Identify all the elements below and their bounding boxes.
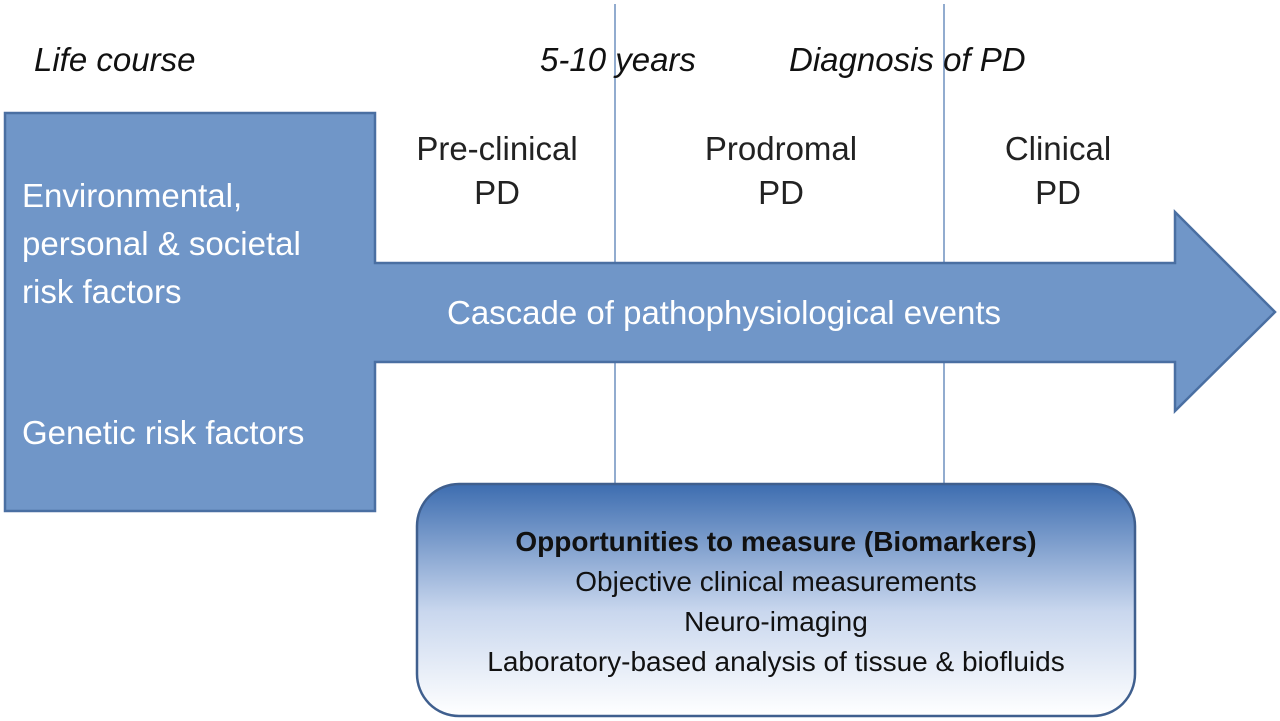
- stage-pre-clinical-line1: Pre-clinical: [416, 130, 578, 167]
- genetic-risk-factors: Genetic risk factors: [22, 414, 305, 451]
- stage-clinical-line1: Clinical: [1004, 130, 1112, 167]
- stage-prodromal-line1: Prodromal: [704, 130, 858, 167]
- diagnosis-label: Diagnosis of PD: [789, 41, 1026, 78]
- stage-clinical-line2: PD: [1035, 174, 1081, 211]
- biomarkers-title: Opportunities to measure (Biomarkers): [515, 526, 1037, 557]
- environmental-line-3: risk factors: [22, 273, 182, 310]
- cascade-arrow: [3, 111, 1277, 513]
- cascade-label: Cascade of pathophysiological events: [447, 294, 1002, 331]
- biomarker-item: Laboratory-based analysis of tissue & bi…: [487, 646, 1065, 677]
- stage-prodromal: Prodromal PD: [681, 127, 881, 215]
- environmental-risk-factors: Environmental, personal & societal risk …: [22, 172, 301, 316]
- environmental-line-1: Environmental,: [22, 177, 243, 214]
- years-label: 5-10 years: [540, 41, 696, 78]
- stage-prodromal-line2: PD: [758, 174, 804, 211]
- biomarker-item: Objective clinical measurements: [575, 566, 977, 597]
- stage-pre-clinical-line2: PD: [474, 174, 520, 211]
- environmental-line-2: personal & societal: [22, 225, 301, 262]
- biomarkers-box: Opportunities to measure (Biomarkers) Ob…: [417, 522, 1135, 682]
- stage-clinical: Clinical PD: [958, 127, 1158, 215]
- life-course-label: Life course: [34, 41, 196, 78]
- stage-pre-clinical: Pre-clinical PD: [397, 127, 597, 215]
- biomarkers-box-shape: [415, 482, 1137, 718]
- biomarker-item: Neuro-imaging: [684, 606, 868, 637]
